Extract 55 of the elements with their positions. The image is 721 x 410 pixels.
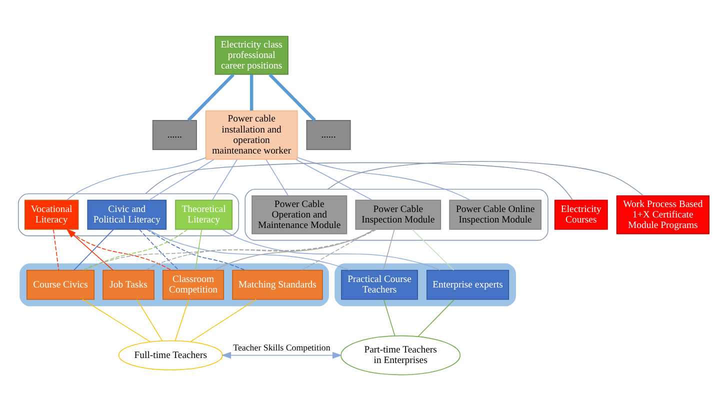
connector [382,228,395,270]
cluster [334,262,516,306]
node-box: Power Cable Operation and Maintenance Module [252,194,348,234]
connector [418,298,455,337]
node-ellipse: Full-time Teachers [118,340,223,370]
connector [327,160,644,196]
node-box: Course Civics [26,269,94,300]
edge-label: Teacher Skills Competition [233,342,330,352]
connector [190,298,257,342]
connector [412,228,454,270]
node-ellipse: Part-time Teachers in Enterprises [340,334,461,375]
connector [212,158,238,200]
node-box: Work Process Based 1+X Certificate Module Programs [616,194,710,234]
node-box: Practical Course Teachers [341,269,418,300]
connector [268,72,316,121]
node-box: ...... [306,120,351,150]
cluster [18,192,240,236]
connector [82,298,151,342]
connector [187,72,235,121]
node-box: Electricity Courses [554,199,608,230]
node-box: Power Cable Online Inspection Module [449,199,542,230]
connector [66,156,206,200]
cluster [244,188,548,240]
node-box: Power Cable Inspection Module [355,199,442,230]
connector [146,228,246,270]
connector [297,156,471,200]
connector [136,298,163,341]
connector [53,228,60,270]
connector [301,228,374,270]
connector [195,228,202,270]
connector [82,228,377,270]
node-box: Electricity class professional career positions [214,35,288,74]
connector [222,228,441,270]
connector [148,158,214,200]
node-box: Power cable installation and operation maintenance worker [205,110,298,160]
connector [296,158,373,200]
connector [174,298,190,340]
cluster [20,262,329,306]
node-box: ...... [152,120,197,150]
node-box: Matching Standards [232,269,323,300]
node-box: Vocational Literacy [24,199,79,230]
connector [145,162,573,200]
connector [266,158,289,196]
arrow [221,351,342,358]
connector [383,298,396,336]
node-box: Theoretical Literacy [175,199,233,230]
connector [250,74,254,110]
node-box: Enterprise experts [426,269,510,300]
node-box: Civic and Political Literacy [87,199,167,230]
connector [138,228,180,270]
node-box: Job Tasks [102,269,154,300]
node-box: Classroom Competition [162,269,224,300]
connector [84,228,188,270]
connector [74,228,114,270]
connector [214,228,376,270]
